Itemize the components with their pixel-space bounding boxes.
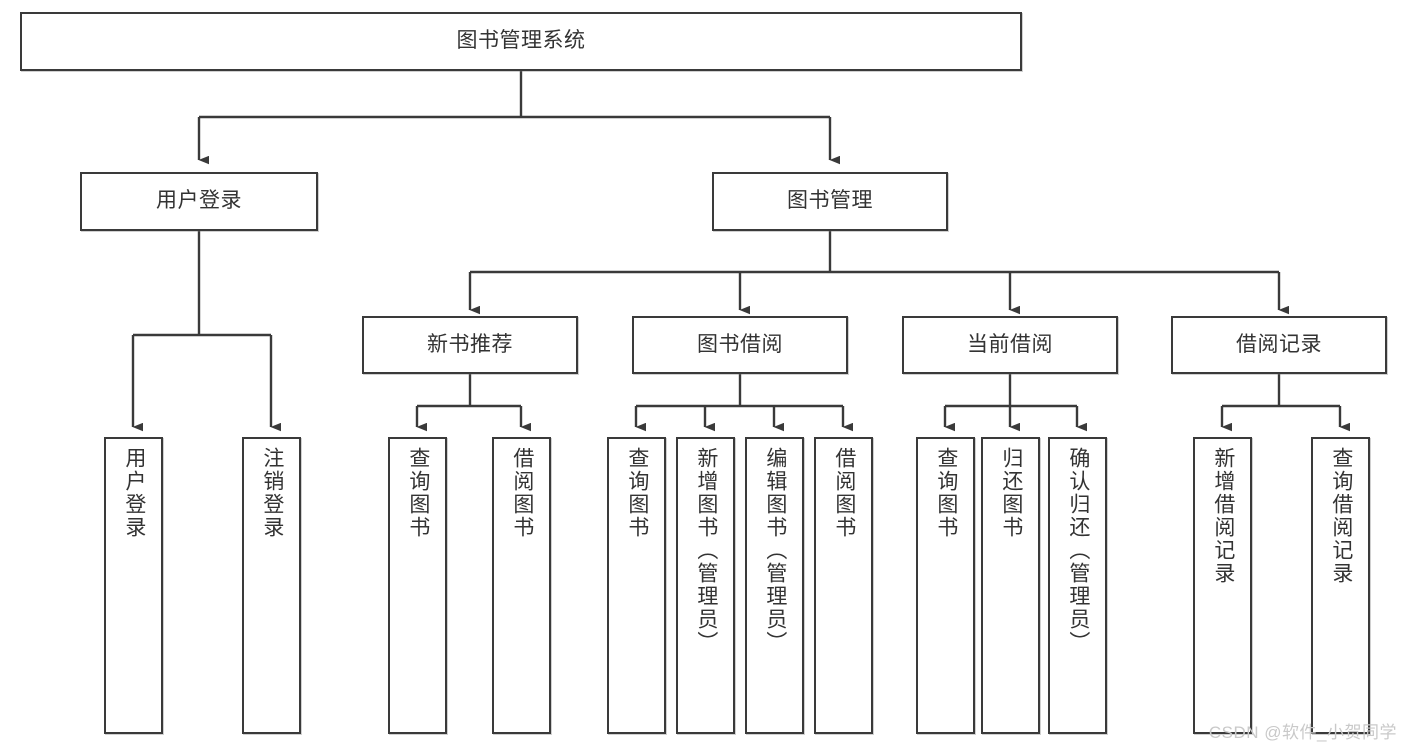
node-leaf-query-book-2[interactable]: 查询图书	[607, 437, 666, 734]
node-leaf-borrow-book-2[interactable]: 借阅图书	[814, 437, 873, 734]
node-borrow-record[interactable]: 借阅记录	[1171, 316, 1387, 374]
node-leaf-query-borrow-record-label: 查询借阅记录	[1329, 447, 1353, 585]
node-leaf-edit-book-admin-label: 编辑图书（管理员）	[763, 447, 787, 654]
node-leaf-add-borrow-record-label: 新增借阅记录	[1211, 447, 1235, 585]
node-leaf-query-book-3[interactable]: 查询图书	[916, 437, 975, 734]
node-new-book-recommend[interactable]: 新书推荐	[362, 316, 578, 374]
node-book-borrow[interactable]: 图书借阅	[632, 316, 848, 374]
node-borrow-record-label: 借阅记录	[1236, 332, 1322, 356]
node-root-label: 图书管理系统	[456, 29, 586, 53]
node-book-management[interactable]: 图书管理	[712, 172, 948, 231]
node-leaf-logout-login[interactable]: 注销登录	[242, 437, 301, 734]
node-current-borrow-label: 当前借阅	[967, 332, 1053, 356]
node-leaf-user-login-label: 用户登录	[122, 447, 146, 539]
node-root-book-management-system[interactable]: 图书管理系统	[20, 12, 1022, 71]
node-leaf-query-book-2-label: 查询图书	[625, 447, 649, 539]
node-user-login[interactable]: 用户登录	[80, 172, 318, 231]
node-leaf-borrow-book-1[interactable]: 借阅图书	[492, 437, 551, 734]
node-leaf-query-book-3-label: 查询图书	[934, 447, 958, 539]
node-leaf-query-book-1[interactable]: 查询图书	[388, 437, 447, 734]
node-leaf-add-borrow-record[interactable]: 新增借阅记录	[1193, 437, 1252, 734]
node-leaf-edit-book-admin[interactable]: 编辑图书（管理员）	[745, 437, 804, 734]
node-leaf-confirm-return-admin[interactable]: 确认归还（管理员）	[1048, 437, 1107, 734]
node-new-book-recommend-label: 新书推荐	[427, 332, 513, 356]
node-leaf-add-book-admin[interactable]: 新增图书（管理员）	[676, 437, 735, 734]
node-leaf-logout-login-label: 注销登录	[260, 447, 284, 539]
node-book-borrow-label: 图书借阅	[697, 332, 783, 356]
node-leaf-confirm-return-admin-label: 确认归还（管理员）	[1066, 447, 1090, 654]
node-current-borrow[interactable]: 当前借阅	[902, 316, 1118, 374]
node-leaf-return-book[interactable]: 归还图书	[981, 437, 1040, 734]
node-leaf-add-book-admin-label: 新增图书（管理员）	[694, 447, 718, 654]
node-leaf-query-borrow-record[interactable]: 查询借阅记录	[1311, 437, 1370, 734]
node-user-login-label: 用户登录	[156, 189, 242, 213]
node-leaf-return-book-label: 归还图书	[999, 447, 1023, 539]
node-leaf-query-book-1-label: 查询图书	[406, 447, 430, 539]
node-leaf-borrow-book-2-label: 借阅图书	[832, 447, 856, 539]
csdn-watermark: CSDN @软件_小贺同学	[1208, 723, 1397, 742]
node-leaf-user-login[interactable]: 用户登录	[104, 437, 163, 734]
node-book-management-label: 图书管理	[787, 189, 873, 213]
node-leaf-borrow-book-1-label: 借阅图书	[510, 447, 534, 539]
